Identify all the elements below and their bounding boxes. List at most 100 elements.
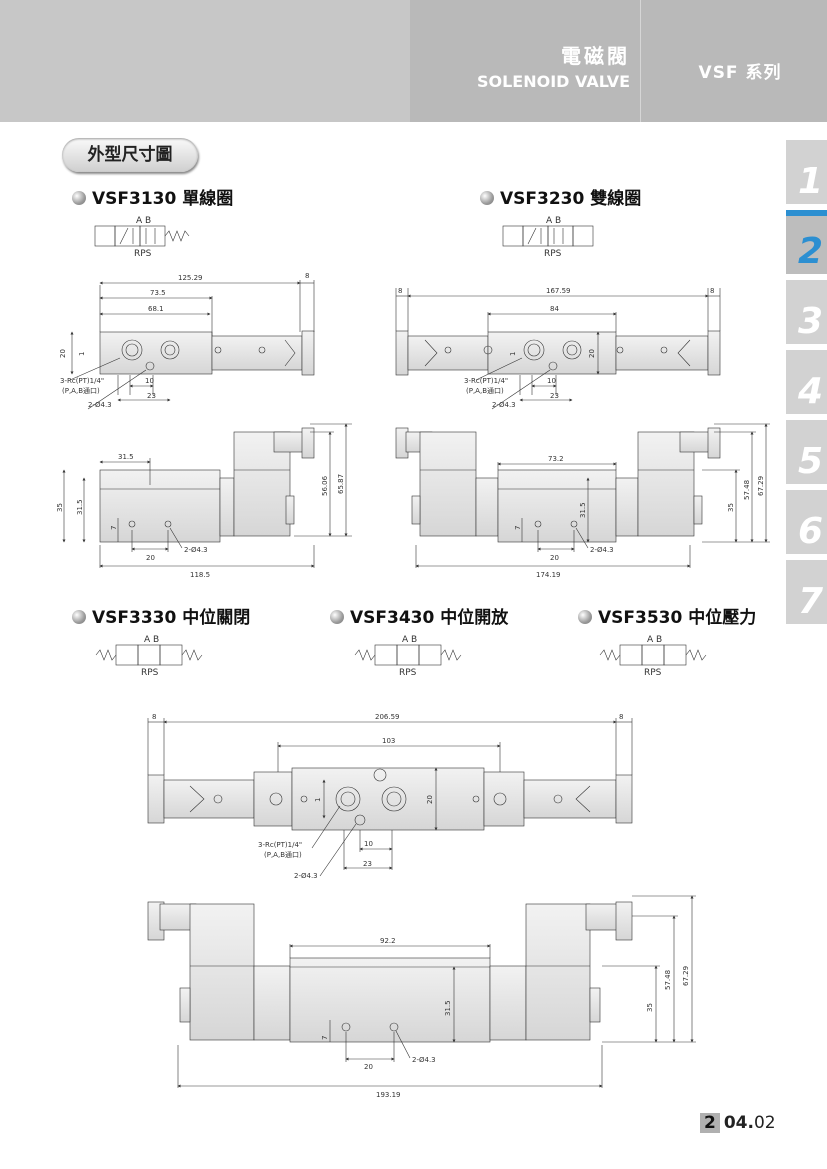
chapter-tab-1[interactable]: 1 [786, 140, 827, 204]
model-title-3330: VSF3330 中位關閉 [72, 603, 250, 628]
svg-text:2-Ø4.3: 2-Ø4.3 [590, 546, 614, 554]
valve-symbol-3330: A B RPS [95, 635, 203, 678]
svg-text:35: 35 [727, 503, 735, 512]
header-divider [640, 0, 641, 122]
svg-text:31.5: 31.5 [76, 499, 84, 515]
page-number-rest: 02 [753, 1113, 776, 1133]
svg-text:10: 10 [145, 377, 154, 385]
svg-text:23: 23 [147, 392, 156, 400]
svg-text:2-Ø4.3: 2-Ø4.3 [184, 546, 208, 554]
svg-text:68.1: 68.1 [148, 305, 164, 313]
svg-text:1: 1 [509, 352, 517, 356]
drawing-3130-side: 31.5 35 31.5 7 20 2-Ø4.3 118.5 56.06 65.… [56, 423, 352, 579]
header-series: VSF 系列 [698, 63, 782, 83]
svg-text:A B: A B [402, 635, 417, 645]
chapter-tab-2[interactable]: 2 [786, 210, 827, 274]
svg-text:67.29: 67.29 [757, 476, 765, 496]
svg-text:3-Rc(PT)1/4": 3-Rc(PT)1/4" [258, 841, 302, 849]
svg-text:167.59: 167.59 [546, 287, 571, 295]
svg-text:(P,A,B通口): (P,A,B通口) [466, 386, 504, 395]
svg-text:RPS: RPS [544, 249, 562, 259]
svg-text:73.5: 73.5 [150, 289, 166, 297]
drawing-3330-side: 92.2 31.5 7 20 2-Ø4.3 193.19 35 57.48 67… [147, 895, 696, 1099]
svg-text:RPS: RPS [141, 668, 159, 678]
svg-text:A B: A B [546, 216, 561, 226]
svg-text:193.19: 193.19 [376, 1091, 401, 1099]
svg-text:20: 20 [364, 1063, 373, 1071]
svg-text:3-Rc(PT)1/4": 3-Rc(PT)1/4" [464, 377, 508, 385]
section-title: 外型尺寸圖 [62, 138, 198, 172]
svg-text:174.19: 174.19 [536, 571, 561, 579]
model-title-3230: VSF3230 雙線圈 [480, 184, 641, 209]
chapter-number: 2 [700, 1113, 720, 1133]
chapter-tab-7[interactable]: 7 [786, 560, 827, 624]
svg-text:RPS: RPS [134, 249, 152, 259]
bullet-icon [578, 610, 592, 624]
valve-symbol-3430: A B RPS [354, 635, 462, 678]
valve-symbol-3530: A B RPS [599, 635, 707, 678]
svg-text:35: 35 [646, 1003, 654, 1012]
svg-text:20: 20 [59, 349, 67, 358]
model-label: VSF3130 單線圈 [92, 189, 234, 209]
valve-symbol-3130: A B RPS [94, 216, 190, 259]
model-label: VSF3330 中位關閉 [92, 608, 251, 628]
svg-text:35: 35 [56, 503, 64, 512]
model-label: VSF3230 雙線圈 [500, 189, 642, 209]
model-title-3530: VSF3530 中位壓力 [578, 603, 756, 628]
svg-text:20: 20 [550, 554, 559, 562]
svg-text:31.5: 31.5 [579, 502, 587, 518]
page-number-bold: 04. [723, 1113, 754, 1133]
svg-text:92.2: 92.2 [380, 937, 396, 945]
svg-text:73.2: 73.2 [548, 455, 564, 463]
svg-text:10: 10 [364, 840, 373, 848]
chapter-tab-6[interactable]: 6 [786, 490, 827, 554]
chapter-tab-5[interactable]: 5 [786, 420, 827, 484]
svg-text:3-Rc(PT)1/4": 3-Rc(PT)1/4" [60, 377, 104, 385]
svg-text:1: 1 [314, 798, 322, 802]
header-title-en: SOLENOID VALVE [476, 72, 630, 91]
valve-symbol-3230: A B RPS [502, 216, 594, 259]
svg-text:7: 7 [514, 526, 522, 530]
svg-text:RPS: RPS [399, 668, 417, 678]
header-right-band [410, 0, 827, 122]
svg-text:65.87: 65.87 [337, 474, 345, 494]
drawing-3130-top: 125.29 8 73.5 68.1 20 1 10 23 3-Rc(PT)1/… [59, 272, 315, 410]
header-title-cn: 電磁閥 [561, 44, 630, 68]
bullet-icon [72, 610, 86, 624]
model-label: VSF3530 中位壓力 [598, 608, 757, 628]
svg-text:8: 8 [398, 287, 402, 295]
svg-text:125.29: 125.29 [178, 274, 203, 282]
svg-text:67.29: 67.29 [682, 966, 690, 986]
svg-text:20: 20 [426, 795, 434, 804]
svg-text:57.48: 57.48 [743, 480, 751, 500]
svg-text:2-Ø4.3: 2-Ø4.3 [88, 401, 112, 409]
svg-text:20: 20 [146, 554, 155, 562]
drawing-3230-side: 73.2 31.5 7 20 2-Ø4.3 174.19 35 57.48 67… [395, 423, 770, 579]
svg-text:23: 23 [363, 860, 372, 868]
model-title-3430: VSF3430 中位開放 [330, 603, 508, 628]
svg-text:8: 8 [710, 287, 714, 295]
svg-text:1: 1 [78, 352, 86, 356]
svg-text:8: 8 [619, 713, 623, 721]
model-label: VSF3430 中位開放 [350, 608, 509, 628]
svg-text:7: 7 [110, 526, 118, 530]
svg-text:7: 7 [321, 1036, 329, 1040]
svg-text:2-Ø4.3: 2-Ø4.3 [294, 872, 318, 880]
svg-text:RPS: RPS [644, 668, 662, 678]
chapter-tab-4[interactable]: 4 [786, 350, 827, 414]
bullet-icon [330, 610, 344, 624]
chapter-tab-3[interactable]: 3 [786, 280, 827, 344]
svg-text:103: 103 [382, 737, 395, 745]
bullet-icon [480, 191, 494, 205]
svg-text:57.48: 57.48 [664, 970, 672, 990]
svg-text:84: 84 [550, 305, 559, 313]
svg-text:2-Ø4.3: 2-Ø4.3 [492, 401, 516, 409]
svg-text:2-Ø4.3: 2-Ø4.3 [412, 1056, 436, 1064]
svg-text:56.06: 56.06 [321, 475, 329, 496]
drawing-3230-top: 8 167.59 8 84 20 1 10 23 3-Rc(PT)1/4" (P… [395, 287, 721, 410]
drawing-3330-top: 8 206.59 8 103 1 20 10 23 3-Rc(PT)1/4" (… [147, 713, 633, 880]
svg-text:A B: A B [136, 216, 151, 226]
svg-text:10: 10 [547, 377, 556, 385]
